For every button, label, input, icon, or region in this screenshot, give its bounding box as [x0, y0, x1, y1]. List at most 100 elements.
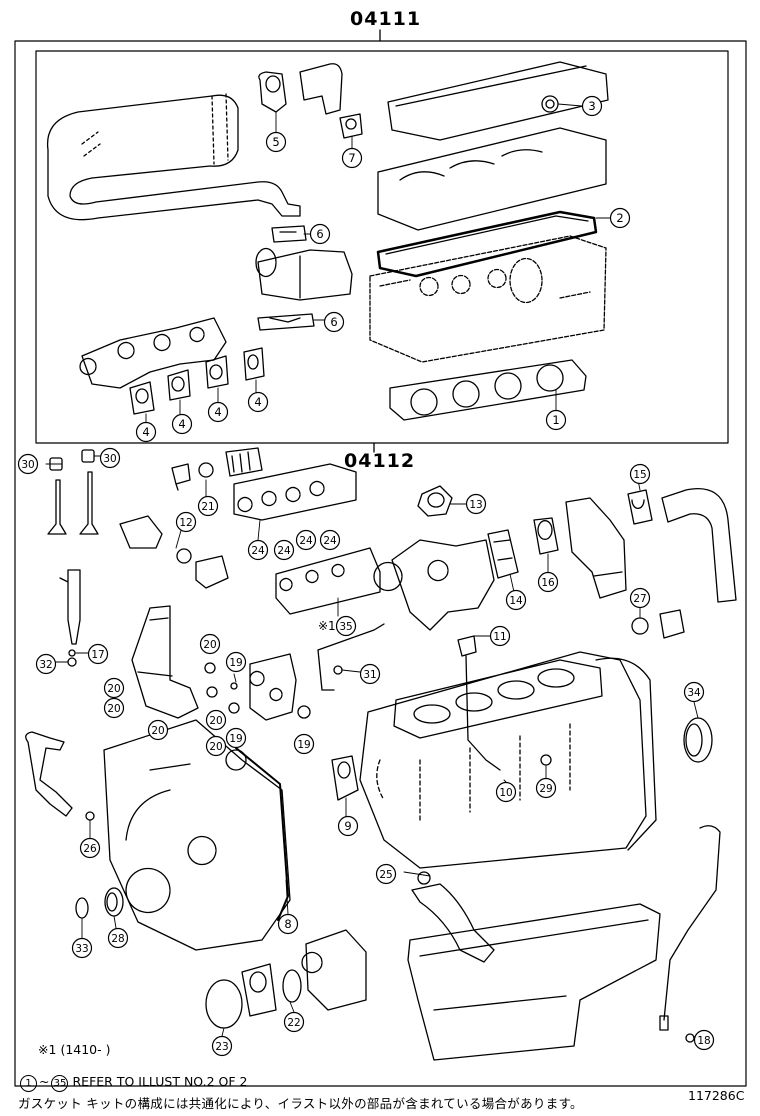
seal-29 [540, 754, 552, 766]
seal-19c [297, 705, 311, 719]
callout-number: 24 [251, 545, 265, 557]
timing-gasket-8 [235, 747, 289, 921]
callout-24: 24 [247, 539, 269, 561]
intake-valve [47, 479, 67, 535]
callout-2: 2 [609, 207, 631, 229]
refer-text: REFER TO ILLUST NO.2 OF 2 [72, 1074, 248, 1089]
callout-number: 4 [178, 417, 185, 431]
callout-31: 31 [359, 663, 381, 685]
callout-number: 20 [107, 683, 120, 695]
turbo-housing [373, 539, 495, 631]
gasket-5 [258, 71, 287, 113]
callout-number: 3 [588, 99, 595, 113]
callout-20: 20 [103, 677, 125, 699]
small-housing-part [195, 555, 229, 589]
callout-number: 17 [91, 649, 104, 661]
callout-4: 4 [207, 401, 229, 423]
callout-23: 23 [211, 1035, 233, 1057]
callout-1: 1 [545, 409, 567, 431]
dipstick-18 [663, 825, 721, 1021]
callout-9: 9 [337, 815, 359, 837]
note-1-mark: ※1 [38, 1042, 57, 1057]
gasket-15 [627, 489, 653, 525]
callout-19: 19 [225, 727, 247, 749]
crank-seal-housing [595, 657, 657, 851]
o-ring-23 [205, 979, 243, 1029]
pipe-31 [317, 623, 385, 691]
seal-17 [68, 649, 76, 657]
seal-20a [204, 662, 216, 674]
callout-20: 20 [147, 719, 169, 741]
callout-number: 24 [277, 545, 291, 557]
callout-24: 24 [273, 539, 295, 561]
gasket-6-lower [257, 313, 315, 331]
seal-ring-top [225, 749, 247, 771]
manifold-gasket-4c [205, 355, 229, 389]
callout-number: 6 [316, 227, 323, 241]
gasket-7 [339, 113, 363, 139]
o-ring-31 [333, 665, 343, 675]
callout-15: 15 [629, 463, 651, 485]
gasket-14 [487, 529, 519, 579]
seal-20b [206, 686, 218, 698]
intake-manifold [233, 463, 357, 521]
callout-5: 5 [265, 131, 287, 153]
callout-number: 9 [344, 819, 351, 833]
gasket-16 [533, 517, 559, 555]
head-gasket-1 [389, 359, 587, 421]
callout-29: 29 [535, 777, 557, 799]
oil-cap-3-inner [545, 99, 555, 109]
callout-11: 11 [489, 625, 511, 647]
oil-pump-housing [131, 605, 199, 719]
callout-number: 1 [552, 413, 559, 427]
callout-19: 19 [225, 651, 247, 673]
seal-32 [67, 657, 77, 667]
callout-number: 5 [272, 135, 279, 149]
egr-valve-part [255, 247, 353, 301]
callout-10: 10 [495, 781, 517, 803]
bore-3 [494, 372, 522, 400]
block-bore-3 [497, 680, 535, 700]
block-detail [376, 723, 571, 821]
group-code-04111: 04111 [350, 8, 422, 30]
callout-3: 3 [581, 95, 603, 117]
o-ring-21 [198, 462, 214, 478]
injector-part [59, 569, 81, 645]
callout-25: 25 [375, 863, 397, 885]
callout-14: 14 [505, 589, 527, 611]
rear-oil-seal-34 [683, 717, 713, 763]
water-outlet-pipe [661, 488, 737, 603]
gasket-6-upper [271, 225, 307, 243]
oil-strainer [411, 883, 495, 963]
note-1-text: (1410- ) [60, 1042, 111, 1057]
outlet-housing-part [299, 63, 343, 115]
callout-number: 19 [229, 733, 242, 745]
callout-number: 30 [103, 453, 116, 465]
intake-gasket-35 [275, 547, 381, 615]
callout-number: 13 [469, 499, 482, 511]
callout-20: 20 [205, 709, 227, 731]
callout-30: 30 [17, 453, 39, 475]
dipstick-guide-11 [457, 635, 501, 771]
callout-35: 35 [335, 615, 357, 637]
pump-cover [249, 653, 297, 721]
callout-number: 20 [107, 703, 120, 715]
cylinder-head-cover [377, 127, 607, 231]
callout-number: 4 [254, 395, 261, 409]
manifold-gasket-4b [167, 369, 191, 401]
manifold-gasket-4a [129, 381, 155, 415]
exhaust-pipe-part [46, 94, 301, 221]
outer-frame [14, 40, 747, 1087]
sensor-part-12 [119, 515, 163, 549]
callout-13: 13 [465, 493, 487, 515]
o-ring-27 [631, 617, 649, 635]
callout-34: 34 [683, 681, 705, 703]
callout-22: 22 [283, 1011, 305, 1033]
callout-number: 6 [330, 315, 337, 329]
callout-30: 30 [99, 447, 121, 469]
block-bore-4 [537, 668, 575, 688]
note-1-label: ※1(1410- ) [38, 1042, 111, 1057]
head-cover-gasket-2 [376, 210, 598, 278]
callout-20: 20 [103, 697, 125, 719]
